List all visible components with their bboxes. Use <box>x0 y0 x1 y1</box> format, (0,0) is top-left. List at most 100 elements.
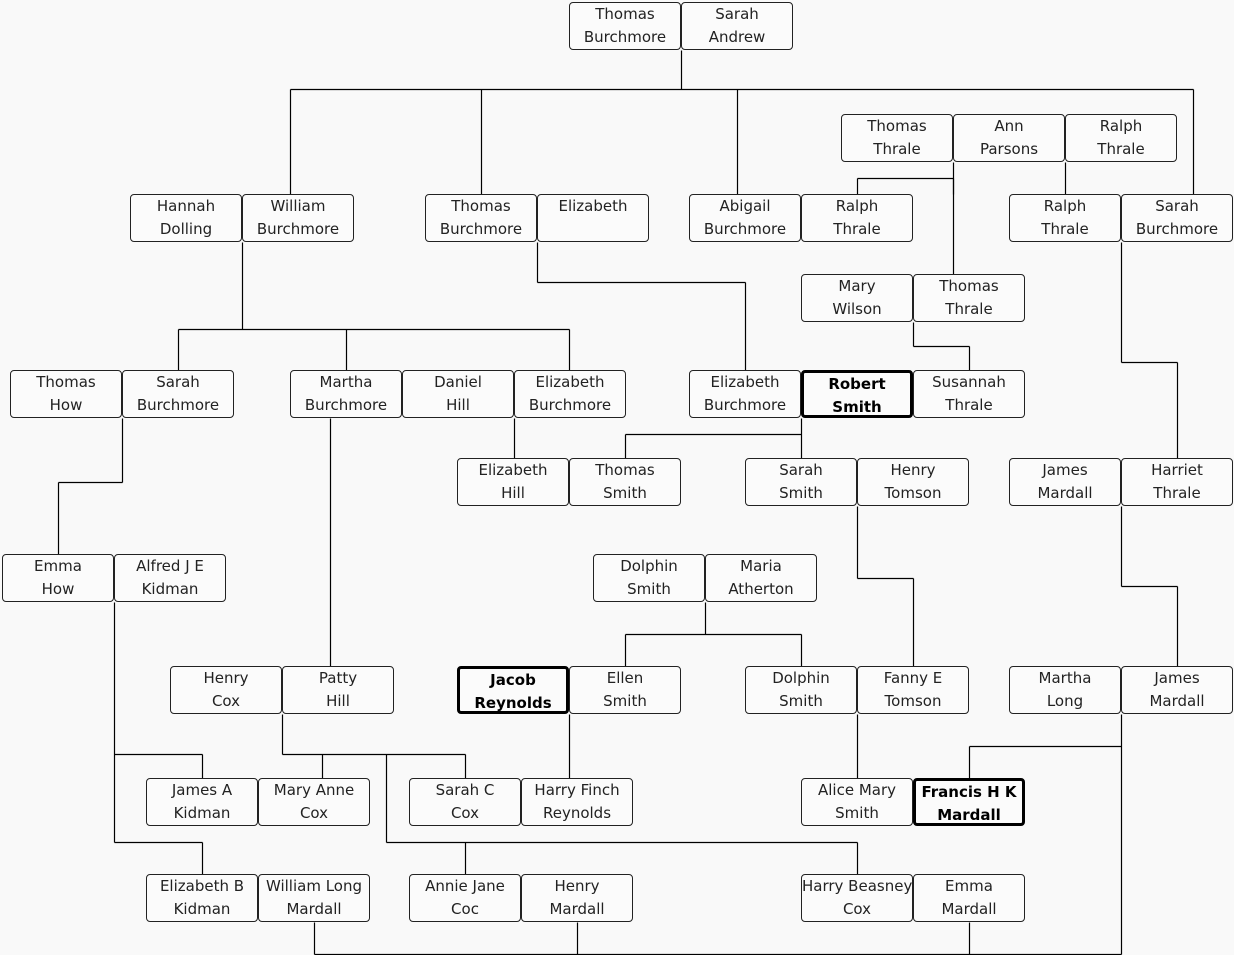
given-name: Fanny E <box>883 669 943 687</box>
given-name: Maria <box>740 557 782 575</box>
surname: Dolling <box>159 220 213 238</box>
given-name: Sarah <box>156 373 200 391</box>
surname: Thrale <box>1041 220 1089 238</box>
surname: Hill <box>501 484 525 502</box>
given-name: Elizabeth B <box>159 877 245 895</box>
surname: Mardall <box>937 806 1001 824</box>
person-box-p9[interactable]: Elizabeth <box>537 194 649 242</box>
given-name: Robert <box>828 375 886 393</box>
given-name: Martha <box>1038 669 1092 687</box>
surname: Mardall <box>941 900 997 918</box>
surname: Hill <box>446 396 470 414</box>
surname: Burchmore <box>528 396 612 414</box>
surname: Coc <box>451 900 479 918</box>
given-name: Henry <box>890 461 936 479</box>
given-name: Ann <box>994 117 1024 135</box>
given-name: Mary Anne <box>273 781 355 799</box>
given-name: Elizabeth <box>710 373 780 391</box>
given-name: Henry <box>203 669 249 687</box>
given-name: Sarah <box>779 461 823 479</box>
surname: Parsons <box>979 140 1039 158</box>
surname: Atherton <box>728 580 794 598</box>
surname: Smith <box>779 484 823 502</box>
given-name: Sarah <box>1155 197 1199 215</box>
given-name: Susannah <box>932 373 1006 391</box>
given-name: James <box>1154 669 1200 687</box>
surname: Burchmore <box>583 28 667 46</box>
given-name: Mary <box>838 277 876 295</box>
given-name: Harriet <box>1151 461 1203 479</box>
surname: Thrale <box>873 140 921 158</box>
surname: Burchmore <box>703 396 787 414</box>
surname: Thrale <box>833 220 881 238</box>
surname: Wilson <box>832 300 882 318</box>
given-name: Abigail <box>719 197 771 215</box>
given-name: Ralph <box>835 197 879 215</box>
given-name: Elizabeth <box>478 461 548 479</box>
given-name: William Long <box>265 877 363 895</box>
given-name: Sarah C <box>435 781 495 799</box>
surname: Smith <box>603 692 647 710</box>
given-name: Thomas <box>939 277 999 295</box>
surname: Mardall <box>286 900 342 918</box>
given-name: Alfred J E <box>136 557 204 575</box>
surname: Cox <box>211 692 241 710</box>
given-name: Hannah <box>156 197 216 215</box>
given-name: Elizabeth <box>558 197 628 215</box>
surname: Mardall <box>1149 692 1205 710</box>
surname: Thrale <box>945 300 993 318</box>
